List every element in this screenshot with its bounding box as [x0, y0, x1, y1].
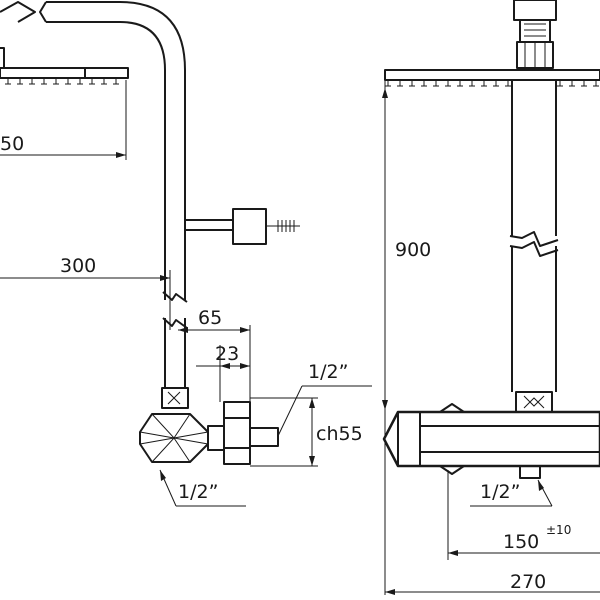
arrow-65-right — [240, 327, 250, 333]
front-riser-break-upper — [509, 231, 559, 247]
mixer-handle-bottom — [439, 465, 465, 475]
arrow-23-left — [220, 363, 230, 369]
arrow-23-right — [240, 363, 250, 369]
dim-thread-outlet: 1/2” — [480, 481, 520, 503]
arrow-900-bottom — [382, 400, 388, 410]
union-nut — [161, 387, 189, 409]
dim-head-width: 50 — [0, 133, 24, 155]
arrow-ch-top — [309, 398, 315, 408]
dim-wall-offset: 65 — [198, 307, 222, 329]
valve-neck — [207, 425, 225, 451]
holder-arm — [184, 219, 234, 231]
nozzles-right — [385, 80, 599, 87]
valve-facets — [139, 413, 209, 463]
wall-thread — [249, 427, 279, 447]
bracket-nut-flats — [524, 42, 546, 68]
union-nut-marks — [167, 391, 181, 405]
bracket-top — [513, 0, 557, 21]
mixer-outlet — [519, 465, 541, 479]
dim-total-height: 900 — [395, 239, 431, 261]
dim-inlet-offset: 23 — [215, 343, 239, 365]
front-head-plate — [384, 69, 600, 81]
arrow-head — [116, 152, 126, 158]
break-mark-top-left — [0, 1, 36, 23]
front-union-nut-marks — [523, 395, 545, 409]
shower-arm-inner — [46, 21, 166, 300]
shower-head-neck — [0, 47, 5, 68]
shower-head-plate — [0, 67, 129, 79]
front-union-nut — [515, 391, 553, 413]
dim-outlet-spacing: 150 — [503, 531, 539, 553]
arrow-reach — [160, 275, 170, 281]
arrow-65-left — [178, 327, 188, 333]
dim-outlet-tolerance: ±10 — [546, 523, 571, 537]
break-mark-top-mid — [39, 1, 47, 23]
bracket-thread — [524, 23, 546, 37]
dim-total-width: 270 — [510, 571, 546, 593]
mixer-body — [382, 410, 600, 468]
arrow-270 — [385, 589, 395, 595]
arrow-ch-bottom — [309, 456, 315, 466]
arrow-outlet — [538, 480, 544, 491]
riser-break-lower — [162, 317, 188, 329]
mixer-handle-top — [439, 403, 465, 413]
arrow-900-top — [382, 88, 388, 98]
holder-block — [232, 208, 267, 245]
arrow-150 — [448, 550, 458, 556]
shower-arm-outer — [46, 1, 186, 300]
wall-eccentric — [223, 401, 251, 465]
riser-break-upper — [162, 291, 188, 303]
leader-thread-upper — [277, 385, 303, 437]
arrow-thread-lower — [160, 470, 166, 481]
dim-hex-size: ch55 — [316, 423, 363, 445]
nozzles-left — [5, 78, 119, 85]
dim-arm-reach: 300 — [60, 255, 96, 277]
front-view: 900 1/2” 150 ±10 270 — [382, 0, 600, 595]
dim-thread-lower: 1/2” — [178, 481, 218, 503]
dim-thread-upper: 1/2” — [308, 361, 348, 383]
front-riser-break-lower — [509, 241, 559, 257]
bracket-body — [519, 19, 551, 43]
side-view: 50 300 65 23 — [0, 1, 372, 507]
holder-thread — [277, 220, 295, 232]
